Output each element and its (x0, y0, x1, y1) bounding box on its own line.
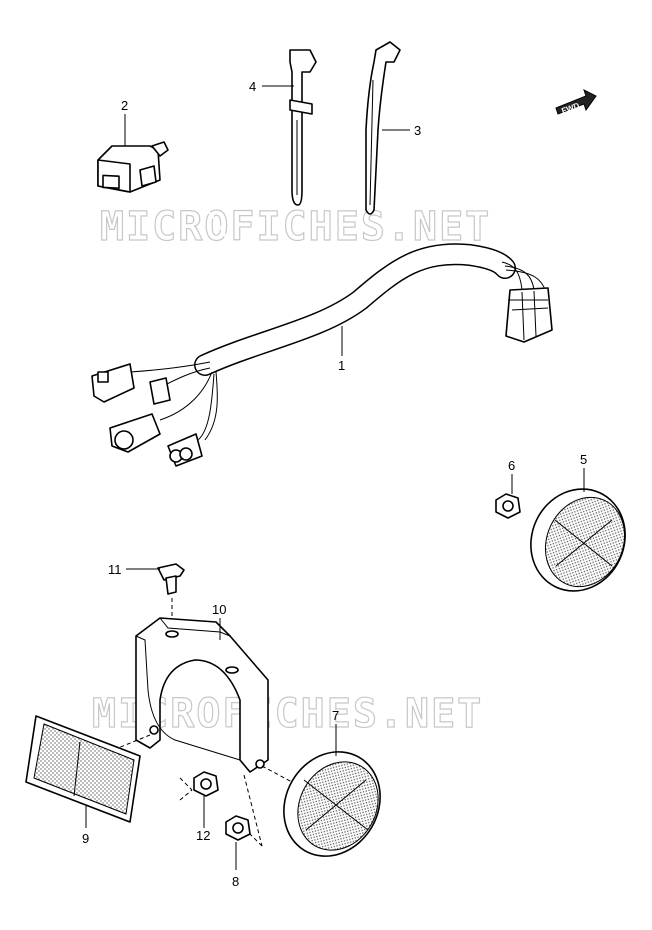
callout-4: 4 (249, 79, 256, 94)
assembly-guides (179, 774, 263, 847)
nut-part-6 (495, 493, 521, 519)
reflector-part-9 (25, 715, 141, 823)
callout-2: 2 (121, 98, 128, 113)
wiring-harness-part-1 (91, 243, 553, 467)
nut-part-12 (193, 771, 219, 797)
callout-9: 9 (82, 831, 89, 846)
cable-tie-part-3 (365, 41, 401, 215)
fwd-arrow-icon: FWD (555, 89, 597, 116)
watermark-top: MICROFICHES.NET (100, 204, 491, 250)
callout-10: 10 (212, 602, 226, 617)
bracket-part-10 (117, 617, 293, 783)
callout-6: 6 (508, 458, 515, 473)
callout-5: 5 (580, 452, 587, 467)
callout-8: 8 (232, 874, 239, 889)
callout-7: 7 (332, 708, 339, 723)
reflector-part-7 (283, 751, 381, 857)
nut-part-8 (225, 815, 251, 841)
callout-labels: 1 2 3 4 5 6 7 8 9 10 11 12 (82, 79, 587, 889)
fwd-label: FWD (560, 101, 580, 116)
cable-tie-part-4 (289, 49, 317, 206)
callout-12: 12 (196, 828, 210, 843)
callout-leaders (85, 85, 585, 870)
reflector-part-5 (530, 488, 626, 592)
callout-11: 11 (108, 562, 122, 577)
callout-1: 1 (338, 358, 345, 373)
screw-part-11 (157, 563, 185, 625)
connector-part-2 (97, 141, 239, 271)
callout-3: 3 (414, 123, 421, 138)
